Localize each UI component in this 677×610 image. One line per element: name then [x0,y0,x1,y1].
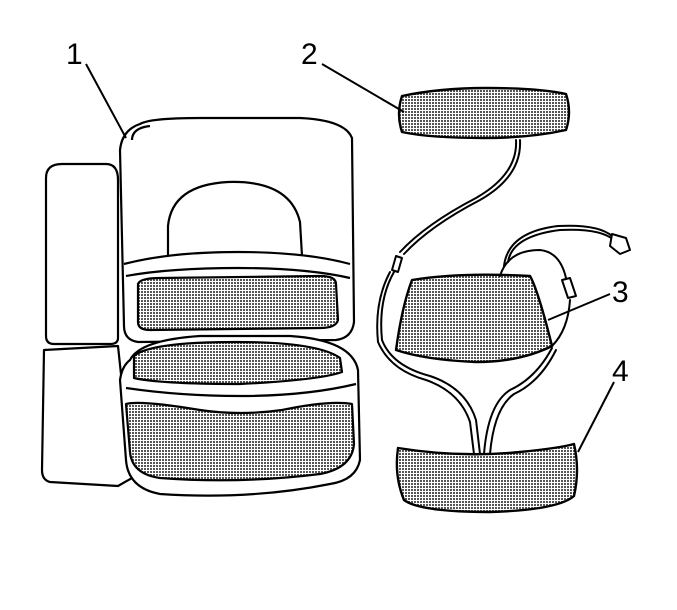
leader-line-1 [85,63,127,139]
leader-line-2 [321,63,405,113]
harness-right-wire [499,249,567,279]
heater-element-harness [376,86,631,514]
seatback-bolster-line-2 [125,266,351,280]
top-heater-pad [397,86,571,140]
callout-3: 3 [612,276,629,309]
harness-left-loop-2 [376,271,475,455]
seat-side-bolster [44,162,120,346]
harness-plug-wire [507,228,615,263]
leader-line-3 [547,293,611,321]
harness-to-middle [551,299,571,347]
seatback-headrest-opening [166,180,304,257]
middle-heater-pad [394,273,554,364]
callout-1: 1 [66,38,83,71]
harness-top-wire [403,139,522,255]
seatback-heater-pad [136,274,340,332]
harness-left-connector [391,255,403,273]
seatback-bolster-line [123,250,351,266]
seatback-inner-line [130,124,151,141]
harness-top-wire-2 [399,139,518,253]
callout-4: 4 [612,355,629,388]
harness-right-loop [483,347,553,455]
callout-2: 2 [301,38,318,71]
seat-side-lower [40,344,134,488]
harness-plug-wire-2 [503,224,613,267]
harness-right-loop-2 [489,349,557,455]
seat-assembly [40,116,362,497]
bottom-heater-pad [395,442,579,514]
leader-lines [85,63,615,453]
harness-left-loop [380,271,481,455]
cushion-front-heater-pad [132,340,344,386]
cushion-rear-heater-pad [124,401,356,482]
harness-right-connector [561,277,577,299]
harness-plug [609,233,631,255]
leader-line-4 [577,381,615,453]
cushion-mid-line [125,382,357,398]
